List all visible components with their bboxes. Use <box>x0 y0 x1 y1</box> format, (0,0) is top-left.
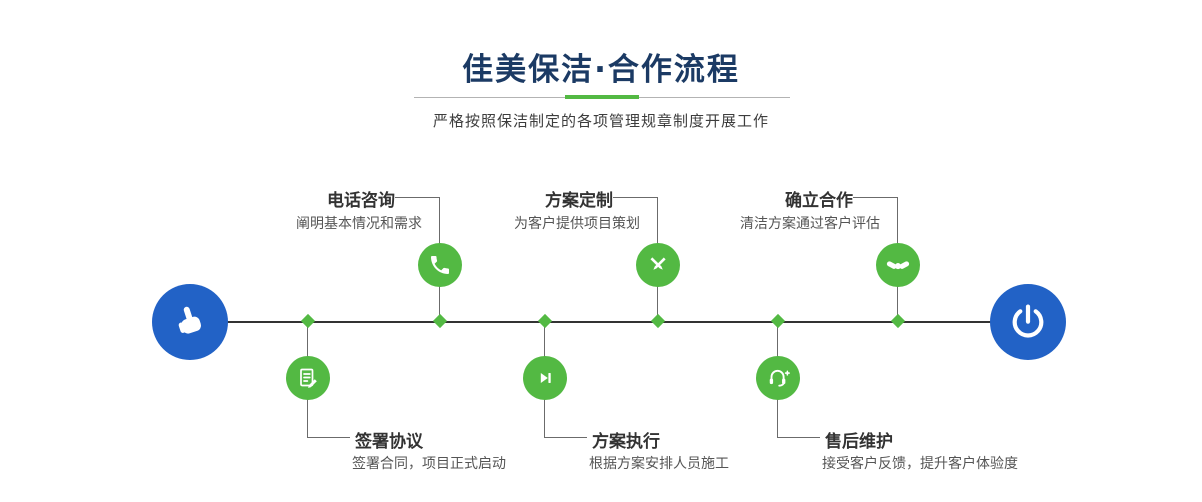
connector-tick <box>853 197 898 198</box>
step-label: 售后维护 <box>825 432 893 452</box>
step-icon-circle <box>876 243 920 287</box>
timeline-node-diamond <box>300 313 316 329</box>
step-desc: 阐明基本情况和需求 <box>296 216 422 232</box>
step-label: 确立合作 <box>785 191 853 211</box>
play-next-icon <box>533 366 557 390</box>
timeline-node-diamond <box>890 313 906 329</box>
pointing-hand-icon <box>170 302 210 342</box>
page-title: 佳美保洁·合作流程 <box>462 52 740 88</box>
step-label: 电话咨询 <box>327 191 395 211</box>
timeline-start-node <box>152 284 228 360</box>
step-desc: 签署合同，项目正式启动 <box>352 456 506 472</box>
power-icon <box>1007 301 1049 343</box>
step-icon-circle <box>523 356 567 400</box>
handshake-icon <box>885 252 911 278</box>
step-icon-circle <box>636 243 680 287</box>
timeline-node-diamond <box>537 313 553 329</box>
timeline-node-diamond <box>650 313 666 329</box>
connector-tick <box>778 437 820 438</box>
step-icon-circle <box>418 243 462 287</box>
timeline-main-line <box>200 321 1020 323</box>
timeline-end-node <box>990 284 1066 360</box>
step-label: 方案执行 <box>592 432 660 452</box>
headset-plus-icon <box>766 366 791 391</box>
timeline-node-diamond <box>770 313 786 329</box>
step-desc: 接受客户反馈，提升客户体验度 <box>822 456 1018 472</box>
step-icon-circle <box>286 356 330 400</box>
connector-tick <box>308 437 350 438</box>
step-desc: 为客户提供项目策划 <box>514 216 640 232</box>
step-desc: 清洁方案通过客户评估 <box>740 216 880 232</box>
step-label: 签署协议 <box>355 432 423 452</box>
contract-pen-icon <box>296 366 320 390</box>
title-divider-accent <box>565 95 639 99</box>
phone-icon <box>428 253 452 277</box>
timeline-node-diamond <box>432 313 448 329</box>
step-label: 方案定制 <box>545 191 613 211</box>
crossed-pencils-icon <box>646 253 670 277</box>
connector-tick <box>395 197 440 198</box>
step-icon-circle <box>756 356 800 400</box>
connector-tick <box>613 197 658 198</box>
connector-tick <box>545 437 587 438</box>
page-subtitle: 严格按照保洁制定的各项管理规章制度开展工作 <box>432 112 769 130</box>
step-desc: 根据方案安排人员施工 <box>589 456 729 472</box>
